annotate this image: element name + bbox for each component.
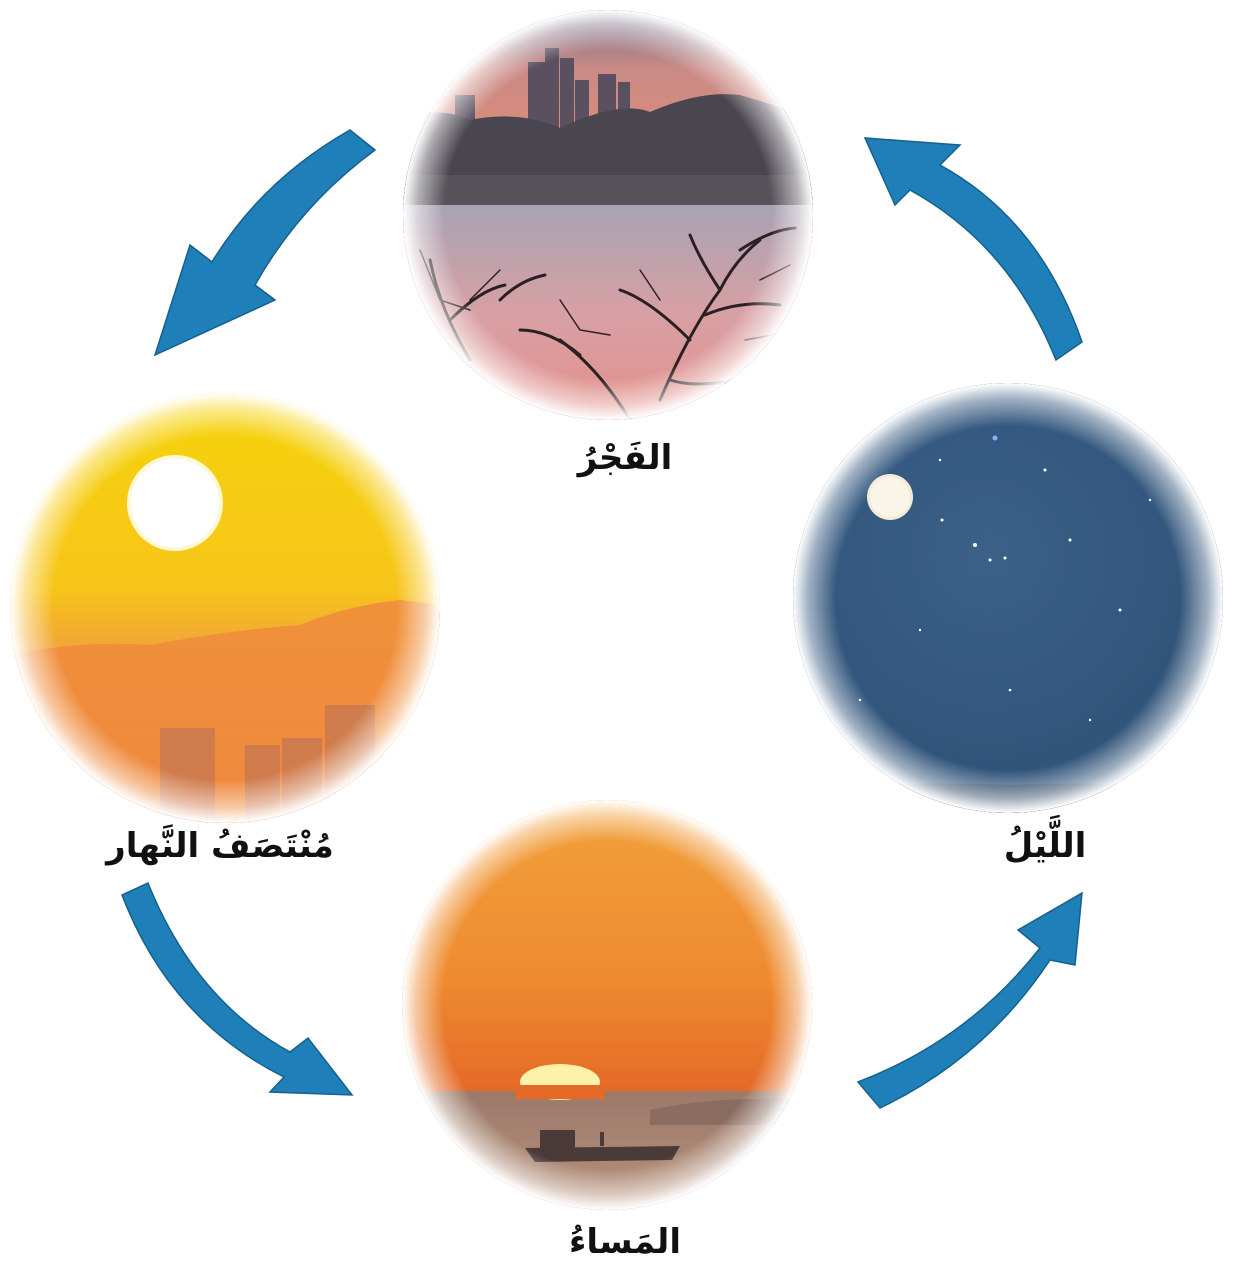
midday-label: مُنْتَصَفُ النَّهار [106,826,334,866]
dawn-photo [403,10,813,420]
dawn-label: الفَجْرُ [577,438,673,478]
night-photo [793,383,1223,813]
evening-photo [402,800,812,1210]
curved-arrow-icon [856,891,1083,1109]
night-label: اللَّيْلُ [1003,826,1087,866]
midday-photo [10,393,440,823]
evening-label: المَساءُ [569,1222,681,1262]
curved-arrow-icon [121,881,354,1096]
curved-arrow-icon [153,129,377,357]
curved-arrow-icon [863,137,1083,362]
